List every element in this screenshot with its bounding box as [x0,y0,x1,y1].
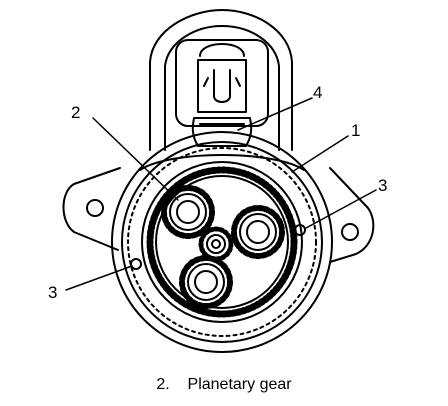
callout-4: 4 [313,83,323,102]
leader-lines [65,97,377,291]
planetary-gear-diagram [62,9,377,353]
planet-gear-bottom [179,255,233,309]
gear-housing [111,131,333,353]
mounting-flange [62,167,375,263]
leader-2 [92,117,179,201]
pin-right [294,224,306,236]
planet-gear-top [161,185,215,239]
sun-gear [198,226,234,262]
leader-4 [237,97,313,131]
leader-1 [291,135,349,173]
caption-number: 2. [156,376,170,393]
planet-gear-right [231,205,285,259]
caption-title: Planetary gear [187,376,292,393]
leader-3-left [65,265,133,291]
callout-3-right: 3 [378,176,388,195]
figure-caption: 2. Planetary gear [0,376,448,394]
callout-3-left: 3 [48,283,58,302]
callout-2: 2 [71,103,81,122]
internal-ring-gear [141,161,303,323]
pin-left [130,258,142,270]
leader-3-right [305,189,377,229]
callout-1: 1 [351,121,361,140]
solenoid-housing [149,9,293,151]
